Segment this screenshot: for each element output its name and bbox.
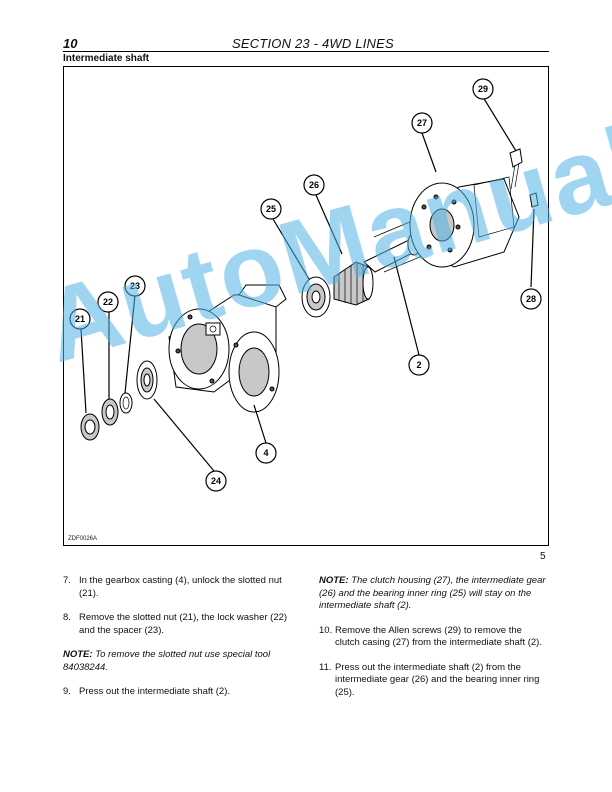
leader-27: [421, 132, 437, 173]
leader-23: [124, 294, 136, 394]
step-number: 7.: [63, 575, 71, 586]
lock-washer-22-part: [101, 398, 119, 426]
step-9: 9. Press out the intermediate shaft (2).: [63, 686, 295, 699]
svg-text:29: 29: [478, 84, 488, 94]
bearing-inner-ring-25-part: [301, 276, 331, 318]
step-number: 10.: [319, 624, 333, 636]
svg-text:27: 27: [417, 118, 427, 128]
svg-text:26: 26: [309, 180, 319, 190]
note-text: To remove the slotted nut use special to…: [63, 649, 271, 673]
svg-text:28: 28: [526, 294, 536, 304]
note-clutch-housing: NOTE: The clutch housing (27), the inter…: [319, 575, 549, 613]
step-text: Press out the intermediate shaft (2).: [79, 686, 231, 697]
callout-23: 23: [124, 275, 146, 297]
callout-29: 29: [472, 78, 494, 100]
leader-26: [315, 194, 343, 255]
step-text: Remove the slotted nut (21), the lock wa…: [79, 612, 288, 636]
step-number: 9.: [63, 686, 71, 697]
exploded-view-figure: 29 27 26 25 23 22 21 28 2 4 24: [63, 66, 549, 546]
step-number: 8.: [63, 612, 71, 623]
leader-25: [272, 218, 310, 280]
clutch-housing-27-part: [409, 176, 520, 268]
leader-29: [482, 96, 517, 152]
note-special-tool: NOTE: To remove the slotted nut use spec…: [63, 649, 295, 674]
note-label: NOTE:: [319, 575, 349, 586]
callout-22: 22: [97, 291, 119, 313]
bearing-24-part: [136, 360, 158, 400]
step-text: Remove the Allen screws (29) to remove t…: [335, 624, 542, 649]
figure-number: 5: [540, 551, 546, 562]
callout-2: 2: [408, 354, 430, 376]
exploded-view-drawing: 29 27 26 25 23 22 21 28 2 4 24: [69, 78, 542, 492]
callout-25: 25: [260, 198, 282, 220]
subsection-title: Intermediate shaft: [63, 53, 150, 64]
intermediate-gear-26-part: [333, 261, 374, 306]
left-text-column: 7. In the gearbox casting (4), unlock th…: [63, 575, 295, 711]
svg-text:4: 4: [263, 448, 268, 458]
svg-text:22: 22: [103, 297, 113, 307]
leader-24: [153, 398, 215, 472]
callout-24: 24: [205, 470, 227, 492]
gearbox-casting-part: [168, 284, 287, 413]
slotted-nut-21-part: [80, 413, 100, 441]
step-7: 7. In the gearbox casting (4), unlock th…: [63, 575, 295, 600]
step-text: In the gearbox casting (4), unlock the s…: [79, 575, 282, 599]
callout-27: 27: [411, 112, 433, 134]
svg-text:23: 23: [130, 281, 140, 291]
note-text: The clutch housing (27), the intermediat…: [319, 575, 546, 611]
svg-text:25: 25: [266, 204, 276, 214]
svg-text:21: 21: [75, 314, 85, 324]
callout-21: 21: [69, 308, 91, 330]
callout-26: 26: [303, 174, 325, 196]
allen-screw-29-part: [509, 148, 523, 190]
svg-text:2: 2: [416, 360, 421, 370]
step-8: 8. Remove the slotted nut (21), the lock…: [63, 612, 295, 637]
leader-21: [80, 328, 87, 414]
step-11: 11. Press out the intermediate shaft (2)…: [319, 662, 549, 700]
step-10: 10. Remove the Allen screws (29) to remo…: [319, 625, 549, 650]
step-number: 11.: [319, 661, 332, 673]
leader-4: [253, 404, 267, 444]
callout-28: 28: [520, 288, 542, 310]
right-text-column: NOTE: The clutch housing (27), the inter…: [319, 575, 549, 711]
note-label: NOTE:: [63, 649, 93, 660]
header-rule: [63, 51, 549, 52]
leader-28: [530, 208, 535, 288]
svg-text:24: 24: [211, 476, 221, 486]
figure-code: ZDF0026A: [68, 536, 98, 542]
spacer-23-part: [119, 392, 133, 414]
leader-2: [393, 256, 420, 356]
callout-4: 4: [255, 442, 277, 464]
section-title: SECTION 23 - 4WD LINES: [232, 36, 394, 51]
page-number: 10: [63, 36, 78, 51]
step-text: Press out the intermediate shaft (2) fro…: [335, 661, 540, 698]
pin-28-part: [529, 192, 539, 208]
